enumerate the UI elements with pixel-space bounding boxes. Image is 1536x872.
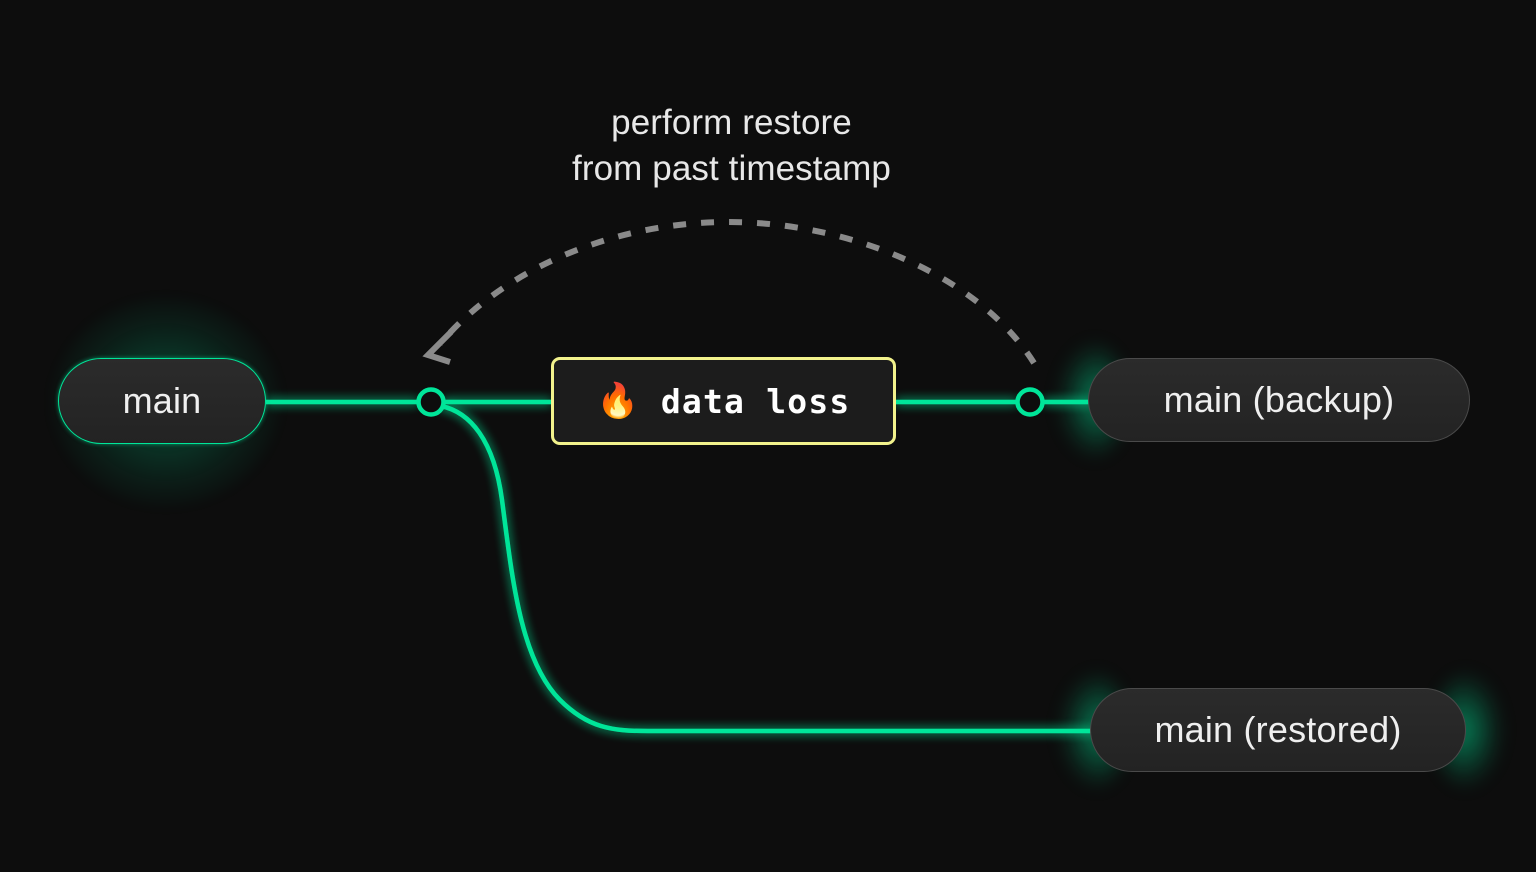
wire-branch-to-restored bbox=[438, 403, 1095, 734]
branch-node-backup[interactable]: main (backup) bbox=[1088, 358, 1470, 442]
branch-node-restored-label: main (restored) bbox=[1154, 709, 1402, 750]
data-loss-badge[interactable]: 🔥 data loss bbox=[551, 357, 896, 445]
branch-node-main[interactable]: main bbox=[58, 358, 266, 444]
restore-arrow-arc bbox=[437, 218, 1037, 365]
restore-arrow-head bbox=[422, 329, 454, 365]
branch-node-restored[interactable]: main (restored) bbox=[1090, 688, 1466, 772]
branch-node-backup-label: main (backup) bbox=[1163, 379, 1395, 420]
data-loss-label: data loss bbox=[660, 381, 851, 421]
commit-dot-backup bbox=[1015, 387, 1045, 417]
branch-node-main-label: main bbox=[122, 380, 202, 421]
diagram-caption: perform restore from past timestamp bbox=[572, 103, 891, 188]
fire-icon: 🔥 bbox=[596, 381, 639, 421]
commit-dot-branch-point bbox=[416, 387, 446, 417]
